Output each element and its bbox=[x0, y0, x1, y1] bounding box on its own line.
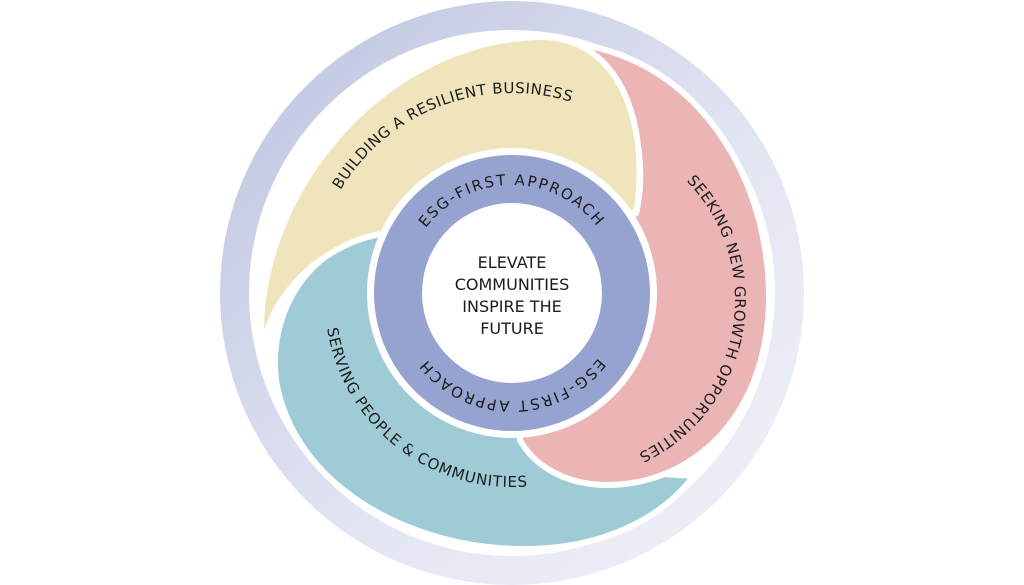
center-line-1: ELEVATE bbox=[478, 253, 547, 272]
center-circle bbox=[422, 203, 602, 383]
center-line-4: FUTURE bbox=[480, 319, 544, 338]
center-line-3: INSPIRE THE bbox=[462, 297, 561, 316]
center-line-2: COMMUNITIES bbox=[455, 275, 570, 294]
